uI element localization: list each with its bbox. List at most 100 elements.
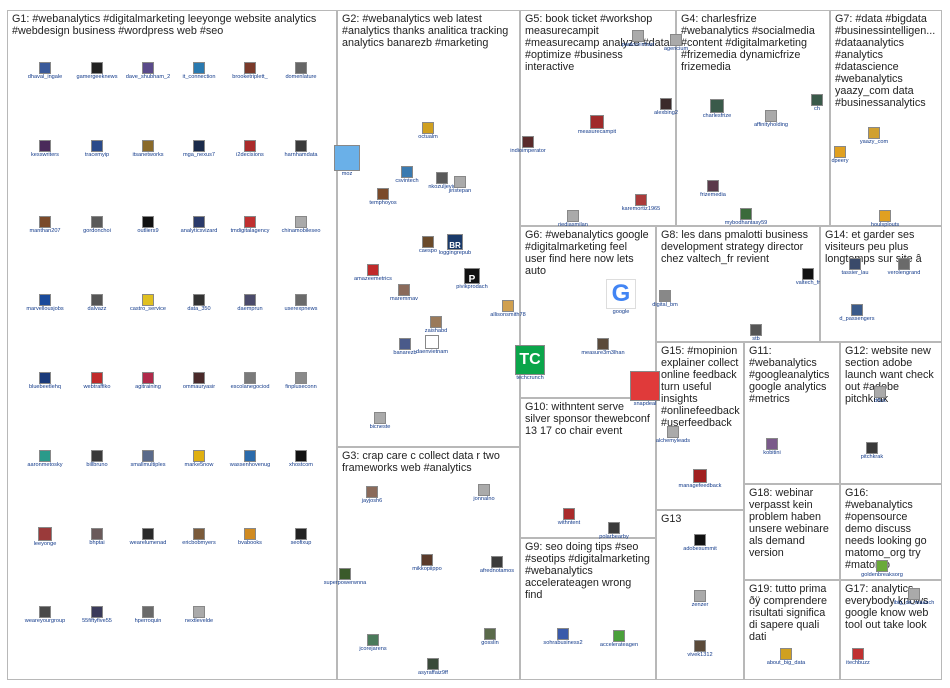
node-itechbuz[interactable]: itechbuzz — [828, 648, 888, 667]
node-agitr[interactable]: agitraining — [118, 372, 178, 391]
node-csvintech[interactable]: csvintech — [377, 166, 437, 185]
node-accel[interactable]: accelerateagen — [589, 630, 649, 649]
node-about[interactable]: about_big_data — [756, 648, 816, 667]
node-managefb[interactable]: managefeedback — [670, 469, 730, 490]
node-billbruno[interactable]: billbruno — [67, 450, 127, 469]
node-allison[interactable]: allisonsmith78 — [478, 300, 538, 319]
node-outliers[interactable]: outliers9 — [118, 216, 178, 235]
node-data350[interactable]: data_350 — [169, 294, 229, 313]
node-dpassen[interactable]: d_passengers — [827, 304, 887, 323]
node-stb[interactable]: stb — [726, 324, 786, 343]
node-agencium[interactable]: agencium — [646, 34, 706, 53]
node-bicneste[interactable]: bicneste — [350, 412, 410, 431]
node-userex[interactable]: userexpnews — [271, 294, 331, 313]
node-pitchkrak[interactable]: pitchkrak — [842, 442, 902, 461]
node-octualm[interactable]: octualm — [398, 122, 458, 141]
node-jcore[interactable]: jcorejarens — [343, 634, 403, 653]
node-ch[interactable]: ch — [787, 94, 847, 113]
node-alchemy[interactable]: alchemyleads — [643, 426, 703, 445]
node-gordon[interactable]: gordonchoi — [67, 216, 127, 235]
node-dflux[interactable]: dflux — [850, 386, 910, 405]
node-bvabooks[interactable]: bvabooks — [220, 528, 280, 547]
node-tempho[interactable]: temphoyos — [353, 188, 413, 207]
node-ibigdata[interactable]: ibig_de_maasch — [884, 588, 944, 607]
node-leeyonge[interactable]: leeyonge — [15, 527, 75, 548]
node-marvel[interactable]: marvellousjobs — [15, 294, 75, 313]
node-castro[interactable]: castro_service — [118, 294, 178, 313]
node-zenzer[interactable]: zenzer — [670, 590, 730, 609]
node-webtraf[interactable]: webtraffiko — [67, 372, 127, 391]
node-aaron[interactable]: aaronmetosky — [15, 450, 75, 469]
node-adobesummit[interactable]: adobesummit — [670, 534, 730, 553]
node-dhaval[interactable]: dhaval_ingale — [15, 62, 75, 81]
node-ericb[interactable]: ericbobmyers — [169, 528, 229, 547]
node-paolo[interactable]: paoloreinhart — [608, 30, 668, 49]
node-bhptai[interactable]: bhptai — [67, 528, 127, 547]
node-nkozul[interactable]: nkozuljevic — [412, 172, 472, 191]
node-charles[interactable]: charlesfrize — [687, 99, 747, 120]
node-caespo[interactable]: caespo — [398, 236, 458, 255]
node-riedias[interactable]: riediasmilan — [543, 210, 603, 229]
node-i2dec[interactable]: i2decisions — [220, 140, 280, 159]
node-smallm[interactable]: smallmultiples — [118, 450, 178, 469]
node-banarezb[interactable]: banarezb — [375, 338, 435, 357]
node-yaazy[interactable]: yaazy_com — [844, 127, 904, 146]
node-brooke[interactable]: brooketriplett_ — [220, 62, 280, 81]
node-digitalbm[interactable]: digital_bm — [635, 290, 695, 309]
node-vivek[interactable]: vivek1312 — [670, 640, 730, 659]
node-snapdeal[interactable]: snapdeal — [615, 371, 675, 408]
node-mybodh[interactable]: mybodhantasy59 — [716, 208, 776, 227]
node-afred[interactable]: afrednotamos — [467, 556, 527, 575]
node-gamergeek[interactable]: gamergeeknews — [67, 62, 127, 81]
node-wearel[interactable]: wearelumenad — [118, 528, 178, 547]
node-dalvazz[interactable]: dalvazz — [67, 294, 127, 313]
node-xhost[interactable]: xhostcom — [271, 450, 331, 469]
node-nextlev[interactable]: nextlevelde — [169, 606, 229, 625]
node-itconn[interactable]: it_connection — [169, 62, 229, 81]
node-zaisha[interactable]: zaishabd — [406, 316, 466, 335]
node-finplus[interactable]: finpluseconn — [271, 372, 331, 391]
node-domen[interactable]: domenlature — [271, 62, 331, 81]
node-measurecamp[interactable]: measurecampit — [567, 115, 627, 136]
node-jonnalno[interactable]: jonnalno — [454, 484, 514, 503]
node-kobitini[interactable]: kobitini — [742, 438, 802, 457]
node-jayjosh[interactable]: jayjosh6 — [342, 486, 402, 505]
node-chinam[interactable]: chinamobileseo — [271, 216, 331, 235]
node-manthan[interactable]: manthan207 — [15, 216, 75, 235]
node-jiristepan[interactable]: jiristepan — [430, 176, 490, 195]
node-asyra[interactable]: asyraffaiz9ff — [403, 658, 463, 677]
node-indio[interactable]: indioimperator — [498, 136, 558, 155]
node-sohrab[interactable]: sohrabusiness2 — [533, 628, 593, 647]
node-houlsplouts[interactable]: houlsplouts — [855, 210, 915, 229]
node-alexbing[interactable]: alexbing2 — [636, 98, 696, 117]
node-tassier[interactable]: tassier_lau — [825, 258, 885, 277]
node-seofixup[interactable]: seofixup — [271, 528, 331, 547]
node-mikko[interactable]: mikkopiippo — [397, 554, 457, 573]
node-valtech[interactable]: valtech_fr — [778, 268, 838, 287]
node-goldenbr[interactable]: goldenbreaksorg — [852, 560, 912, 579]
node-tmdig[interactable]: tmdigitalagency — [220, 216, 280, 235]
node-tracem[interactable]: tracemyip — [67, 140, 127, 159]
node-frizemedia[interactable]: frizemedia — [683, 180, 743, 199]
node-harnham[interactable]: harnhamdata — [271, 140, 331, 159]
node-amazee[interactable]: amazeemetrics — [343, 264, 403, 283]
node-kessw[interactable]: kesswriters — [15, 140, 75, 159]
node-ommaur[interactable]: ommauryasir — [169, 372, 229, 391]
node-hperro[interactable]: hperroquin — [118, 606, 178, 625]
node-bluebee[interactable]: bluebeetlehq — [15, 372, 75, 391]
node-daenv[interactable]: daenvietnam — [402, 335, 462, 356]
node-avizard[interactable]: analyticsvizard — [169, 216, 229, 235]
node-superpow[interactable]: superpowerwnna — [315, 568, 375, 587]
node-weare[interactable]: weareyourgroup — [15, 606, 75, 625]
node-escola[interactable]: escolanegociod — [220, 372, 280, 391]
node-measure3m[interactable]: measure3m3lhan — [573, 338, 633, 357]
node-marke5[interactable]: marke5now — [169, 450, 229, 469]
node-moz[interactable]: moz — [317, 145, 377, 178]
node-55fifty[interactable]: 55fiftyfive55 — [67, 606, 127, 625]
node-mga[interactable]: mga_nexus7 — [169, 140, 229, 159]
node-withntent[interactable]: withntent — [539, 508, 599, 527]
node-polarbear[interactable]: polarbearby — [584, 522, 644, 541]
